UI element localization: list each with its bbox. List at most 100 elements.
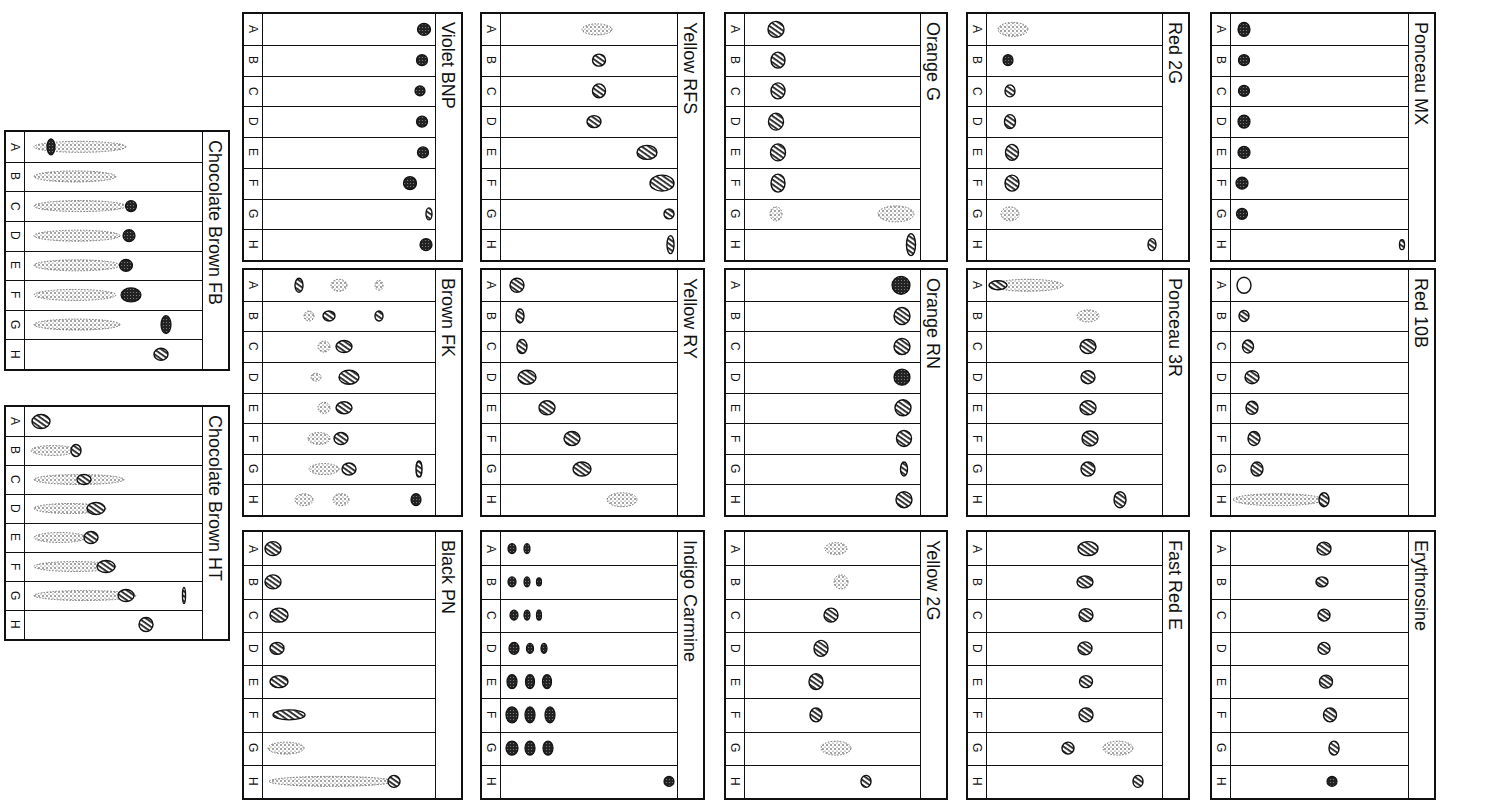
- row-letter: D: [971, 644, 983, 653]
- row-line: [244, 454, 435, 455]
- dye-spot: [1077, 576, 1093, 588]
- row-letter: G: [729, 743, 741, 752]
- row-letter: F: [485, 179, 497, 186]
- row-letter: G: [485, 743, 497, 752]
- row-letter-cell: C: [244, 331, 261, 362]
- row-letter: B: [485, 312, 497, 320]
- row-letter: E: [247, 148, 259, 156]
- row-letter: G: [485, 464, 497, 473]
- row-letter-cell: D: [244, 106, 261, 137]
- row-letter-cell: G: [482, 199, 499, 230]
- row-letter-cell: H: [726, 484, 743, 515]
- row-letter-cell: D: [244, 362, 261, 393]
- row-line: [244, 76, 435, 77]
- dye-spot: [417, 116, 428, 127]
- row-line: [726, 301, 920, 302]
- row-letter-cell: B: [244, 565, 261, 598]
- row-letter: E: [1215, 404, 1227, 412]
- row-letter: E: [971, 404, 983, 412]
- row-line: [726, 45, 920, 46]
- row-letter: A: [971, 25, 983, 33]
- dye-spot: [121, 288, 141, 302]
- row-letter: H: [971, 777, 983, 786]
- dye-spot: [541, 643, 547, 653]
- row-line: [1212, 229, 1408, 230]
- dye-spot: [525, 707, 535, 723]
- row-letter: E: [9, 533, 21, 541]
- row-letter-cell: G: [244, 454, 261, 485]
- dye-spot: [32, 415, 50, 429]
- row-letter: H: [247, 240, 259, 249]
- row-line: [968, 199, 1162, 200]
- row-letter-cell: G: [726, 454, 743, 485]
- dye-spot: [771, 144, 786, 161]
- strip-title-cell: Red 2G: [1162, 14, 1188, 260]
- dye-spot: [375, 280, 383, 290]
- row-letter: A: [1215, 281, 1227, 289]
- row-line: [6, 280, 202, 281]
- dye-spot: [34, 260, 120, 271]
- row-letter-cell: B: [482, 301, 499, 332]
- dye-spot: [1148, 239, 1156, 251]
- dye-spot: [637, 145, 657, 159]
- dye-spot: [1238, 22, 1250, 36]
- row-letter-cell: E: [968, 665, 985, 698]
- row-line: [726, 199, 920, 200]
- dye-spot: [120, 259, 133, 271]
- row-letter: C: [9, 475, 21, 484]
- dye-spot: [516, 309, 524, 323]
- row-letter: A: [729, 25, 741, 33]
- strip-title-cell: Violet BNP: [435, 14, 461, 260]
- dye-spot: [525, 741, 535, 755]
- row-line: [726, 229, 920, 230]
- dye-name: Orange RN: [924, 278, 942, 369]
- dye-spot: [810, 708, 822, 722]
- row-letter-cell: D: [726, 362, 743, 393]
- row-letter-cell: H: [482, 484, 499, 515]
- dye-spot: [47, 139, 55, 155]
- row-line: [726, 168, 920, 169]
- dye-spot: [564, 431, 580, 445]
- dye-spot: [664, 776, 674, 786]
- dye-spot: [1077, 310, 1099, 322]
- dye-spot: [126, 201, 137, 212]
- dye-spot: [508, 577, 516, 587]
- dye-spot: [154, 348, 168, 360]
- row-line: [6, 610, 202, 611]
- dye-spot: [821, 741, 851, 755]
- row-line: [482, 76, 677, 77]
- dye-spot: [1243, 340, 1254, 353]
- row-letter: B: [729, 312, 741, 320]
- dye-spot: [1080, 401, 1096, 415]
- dye-spot: [664, 209, 674, 219]
- dye-spot: [825, 543, 847, 555]
- row-letter: E: [1215, 148, 1227, 156]
- row-letter-cell: E: [244, 665, 261, 698]
- dye-spot: [771, 52, 785, 68]
- row-line: [968, 454, 1162, 455]
- row-line: [1212, 423, 1408, 424]
- dye-spot: [524, 610, 530, 620]
- strip-title-cell: Yellow RY: [677, 270, 703, 515]
- dye-spot: [1251, 462, 1263, 476]
- dye-spot: [1236, 177, 1248, 189]
- row-line: [968, 698, 1162, 699]
- row-letter-cell: C: [482, 599, 499, 632]
- row-line: [244, 732, 435, 733]
- dye-name: Red 2G: [1166, 22, 1184, 84]
- dye-name: Chocolate Brown HT: [206, 415, 224, 581]
- row-letter-cell: D: [6, 494, 23, 523]
- row-letter-cell: H: [968, 765, 985, 798]
- dye-spot: [527, 643, 534, 653]
- dye-spot: [1237, 277, 1251, 293]
- row-letter: A: [485, 25, 497, 33]
- chromatogram-strip: ABCDEFGHIndigo Carmine: [480, 530, 705, 800]
- dye-spot: [1005, 115, 1016, 129]
- dye-spot: [524, 544, 530, 554]
- row-line: [968, 484, 1162, 485]
- row-letter: B: [247, 56, 259, 64]
- row-letter-cell: H: [244, 229, 261, 260]
- row-letter-cell: F: [244, 698, 261, 731]
- row-line: [1212, 599, 1408, 600]
- row-line: [726, 393, 920, 394]
